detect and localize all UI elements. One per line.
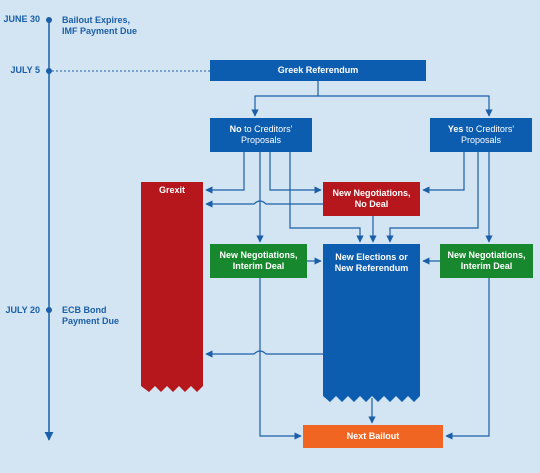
yes-proposals-label: Yes to Creditors' Proposals: [430, 118, 532, 152]
new-elections-ribbon: [323, 244, 420, 402]
yes-proposals-box: [430, 118, 532, 152]
greek-referendum-label: Greek Referendum: [210, 60, 426, 81]
next-bailout-box: [303, 425, 443, 448]
arrow-interim-left-to-bailout: [259, 278, 302, 440]
grexit-ribbon: [141, 182, 203, 392]
arrow-yes-to-elections: [386, 152, 479, 243]
no-deal-line1: New Negotiations,: [332, 188, 411, 198]
greek-referendum-text: Greek Referendum: [277, 65, 359, 75]
timeline: [44, 17, 210, 441]
new-elections-line2: New Referendum: [334, 263, 409, 273]
note-july-20-line2: Payment Due: [62, 316, 120, 326]
interim-left-line1: New Negotiations,: [219, 250, 298, 260]
connectors: [205, 81, 493, 440]
no-proposals-label: No to Creditors' Proposals: [210, 118, 312, 152]
arrow-no-to-no-deal: [269, 152, 322, 194]
interim-right-label: New Negotiations, Interim Deal: [440, 244, 533, 278]
new-negotiations-interim-right-box: [440, 244, 533, 278]
no-proposals-line1: No to Creditors': [230, 124, 293, 135]
greek-referendum-box: [210, 60, 426, 81]
grexit-label: Grexit: [141, 182, 203, 198]
timeline-dot-july-20: [46, 307, 52, 313]
arrow-elections-to-grexit: [205, 350, 323, 358]
interim-right-line1: New Negotiations,: [447, 250, 526, 260]
no-proposals-box: [210, 118, 312, 152]
date-july-20: JULY 20: [5, 305, 40, 315]
arrow-interim-right-to-bailout: [445, 278, 490, 440]
no-proposals-line2: Proposals: [240, 135, 282, 145]
next-bailout-label: Next Bailout: [303, 425, 443, 448]
arrow-no-to-elections: [289, 152, 364, 243]
timeline-dot-june-30: [46, 17, 52, 23]
new-elections-line1: New Elections or: [335, 252, 408, 262]
interim-left-line2: Interim Deal: [232, 261, 285, 271]
note-july-20-line1: ECB Bond: [62, 305, 107, 315]
interim-left-label: New Negotiations, Interim Deal: [210, 244, 307, 278]
arrow-yes-to-no-deal: [422, 152, 465, 194]
note-june-30-line1: Bailout Expires,: [62, 15, 131, 25]
arrow-no-deal-to-grexit: [205, 200, 323, 208]
grexit-text: Grexit: [158, 184, 185, 195]
interim-right-line2: Interim Deal: [460, 261, 513, 271]
yes-rest: to Creditors': [463, 124, 515, 134]
yes-proposals-line2: Proposals: [460, 135, 502, 145]
arrow-no-to-grexit: [205, 152, 245, 194]
yes-word: Yes: [447, 124, 464, 134]
no-rest: to Creditors': [241, 124, 293, 134]
arrow-referendum-to-yes: [318, 95, 493, 117]
timeline-dot-july-5: [46, 68, 52, 74]
arrow-referendum-to-no: [251, 81, 319, 117]
note-june-30-line2: IMF Payment Due: [62, 26, 138, 36]
next-bailout-text: Next Bailout: [346, 431, 400, 441]
new-negotiations-no-deal-box: [323, 182, 420, 216]
no-word: No: [229, 124, 242, 134]
date-june-30: JUNE 30: [3, 14, 40, 24]
date-july-5: JULY 5: [10, 65, 40, 75]
yes-proposals-line1: Yes to Creditors': [448, 124, 514, 135]
note-june-30: Bailout Expires, IMF Payment Due: [62, 15, 137, 37]
no-deal-line2: No Deal: [354, 199, 389, 209]
note-july-20: ECB Bond Payment Due: [62, 305, 119, 327]
new-elections-label: New Elections or New Referendum: [323, 248, 420, 278]
new-negotiations-interim-left-box: [210, 244, 307, 278]
no-deal-label: New Negotiations, No Deal: [323, 182, 420, 216]
